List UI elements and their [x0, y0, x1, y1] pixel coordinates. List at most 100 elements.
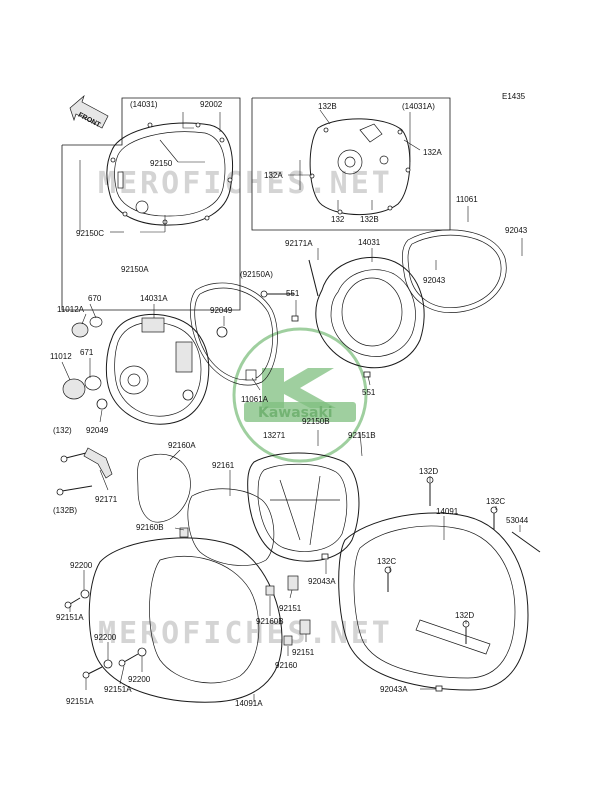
label-14031A-paren: (14031A): [402, 102, 435, 111]
label-11012: 11012: [50, 352, 72, 361]
plug-11012A: [71, 322, 89, 338]
label-92002: 92002: [200, 100, 223, 109]
label-11061A: 11061A: [241, 395, 269, 404]
dowel-551-b: [363, 371, 371, 378]
screw-132D-mid: [462, 620, 470, 644]
seal-92049-right: [216, 326, 228, 338]
label-92151B: 92151B: [348, 431, 376, 440]
label-92200-b: 92200: [94, 633, 117, 642]
washer-92200-a: [80, 589, 90, 599]
label-92150: 92150: [150, 159, 173, 168]
bushing-92151-a: [287, 575, 299, 591]
screw-92151A-c: [82, 666, 103, 679]
label-92049-a: 92049: [210, 306, 233, 315]
label-92043A-b: 92043A: [380, 685, 408, 694]
bolt-92150A: [260, 290, 294, 298]
plate-92160A: [137, 453, 191, 523]
label-92171: 92171: [95, 495, 118, 504]
watermark-top: MEROFICHES.NET: [98, 166, 393, 201]
dowel-92043A-b: [435, 685, 443, 692]
label-92161: 92161: [212, 461, 235, 470]
label-132C-mid: 132C: [377, 557, 396, 566]
plug-11012: [62, 378, 86, 400]
label-132D-mid: 132D: [455, 611, 474, 620]
diagram-code: E1435: [502, 92, 526, 101]
label-92150B: 92150B: [302, 417, 330, 426]
washer-92200-b: [103, 659, 113, 669]
label-14031: 14031: [358, 238, 381, 247]
label-92043-mid: 92043: [423, 276, 446, 285]
part-labels: (14031) 92002 92150 92150C 92150A 132B (…: [50, 100, 529, 708]
watermark-bottom: MEROFICHES.NET: [98, 616, 393, 651]
label-132C-top: 132C: [486, 497, 505, 506]
front-arrow-icon: FRONT: [69, 94, 109, 129]
cover-14091: [338, 512, 529, 691]
label-92160A: 92160A: [168, 441, 196, 450]
label-132B-top: 132B: [318, 102, 337, 111]
label-92160B-b: 92160B: [256, 617, 284, 626]
screw-132C-top: [490, 506, 498, 530]
label-551-b: 551: [362, 388, 376, 397]
label-11061: 11061: [456, 195, 478, 204]
label-92171A: 92171A: [285, 239, 313, 248]
label-132-paren: (132): [53, 426, 72, 435]
label-132B-bottom: 132B: [360, 215, 379, 224]
o-ring-671: [84, 375, 102, 391]
label-551-a: 551: [286, 289, 300, 298]
label-92043-top: 92043: [505, 226, 528, 235]
bushing-92151-b: [299, 619, 311, 635]
cover-14091A: [88, 537, 283, 703]
label-14031A: 14031A: [140, 294, 168, 303]
rod-53044: [511, 531, 541, 553]
kawasaki-logo: Kawasaki: [232, 327, 368, 463]
label-92151-a: 92151: [279, 604, 302, 613]
plate-92161: [187, 488, 275, 566]
label-132B-paren: (132B): [53, 506, 77, 515]
label-671: 671: [80, 348, 94, 357]
screw-132C-mid: [384, 566, 392, 592]
screw-92151A-a: [64, 597, 81, 609]
label-14091: 14091: [436, 507, 459, 516]
label-92200-a: 92200: [70, 561, 93, 570]
label-132D-top: 132D: [419, 467, 438, 476]
label-92150A-paren: (92150A): [240, 270, 273, 279]
bushing-92160B-b: [265, 585, 275, 596]
dowel-551-a: [291, 315, 299, 322]
cover-14031A: [105, 313, 210, 425]
label-92151-b: 92151: [292, 648, 315, 657]
screw-132B: [56, 485, 93, 496]
label-92151A-c: 92151A: [66, 697, 94, 706]
label-92160B-a: 92160B: [136, 523, 164, 532]
label-92043A-a: 92043A: [308, 577, 336, 586]
label-132A-left: 132A: [264, 171, 283, 180]
bracket-92171: [83, 447, 113, 479]
kawasaki-logo-text: Kawasaki: [258, 405, 333, 421]
label-92151A-b: 92151A: [104, 685, 132, 694]
label-132: 132: [331, 215, 345, 224]
cover-13271: [247, 452, 360, 562]
label-92049-b: 92049: [86, 426, 109, 435]
label-14091A: 14091A: [235, 699, 263, 708]
label-92160: 92160: [275, 661, 298, 670]
washer-92200-c: [137, 647, 147, 657]
label-14031-paren: (14031): [130, 100, 158, 109]
label-670: 670: [88, 294, 102, 303]
leader-lines: [61, 109, 523, 702]
bushing-92160: [283, 635, 293, 646]
inset-cover-14031: [106, 122, 233, 226]
label-13271: 13271: [263, 431, 286, 440]
label-132A-right: 132A: [423, 148, 442, 157]
label-92150C: 92150C: [76, 229, 104, 238]
cover-14031: [315, 256, 425, 369]
label-92151A-a: 92151A: [56, 613, 84, 622]
dowel-92043A-a: [321, 553, 329, 560]
label-92150A-inset: 92150A: [121, 265, 149, 274]
label-11012A: 11012A: [57, 305, 85, 314]
bushing-92160B-a: [179, 527, 189, 538]
gasket-11061A: [190, 282, 278, 386]
inset-cover-14031A: [309, 118, 411, 216]
inset-box-left: [61, 97, 241, 311]
o-ring-670: [89, 316, 103, 328]
screw-92151A-b: [118, 653, 139, 667]
